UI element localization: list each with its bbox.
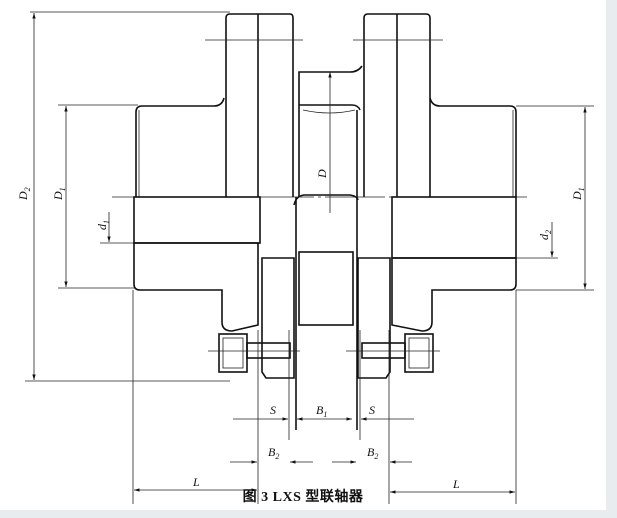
label-B1: B1: [316, 403, 327, 419]
label-S-left: S: [270, 403, 276, 417]
label-D: D: [315, 169, 329, 179]
elastic-spider-section: [298, 251, 354, 326]
figure-caption: 图 3 LXS 型联轴器: [242, 490, 364, 505]
label-B2-right: B2: [367, 445, 378, 461]
label-D2: D2: [16, 187, 32, 201]
left-hub-section: [133, 196, 300, 379]
label-S-right: S: [369, 403, 375, 417]
right-hub-section: [346, 196, 517, 379]
label-D1-right: D1: [570, 187, 586, 201]
center-jaw-view: [293, 65, 363, 206]
label-d2: d2: [537, 230, 553, 240]
drawing-sheet: [0, 0, 606, 510]
right-flange-view: [353, 13, 517, 197]
label-L-right: L: [452, 477, 460, 491]
dimension-lines: [25, 11, 594, 504]
label-B2-left: B2: [268, 445, 279, 461]
label-d1: d1: [95, 220, 111, 230]
label-D1-left: D1: [51, 187, 67, 201]
left-flange-view: [135, 13, 303, 197]
label-L-left: L: [192, 475, 200, 489]
